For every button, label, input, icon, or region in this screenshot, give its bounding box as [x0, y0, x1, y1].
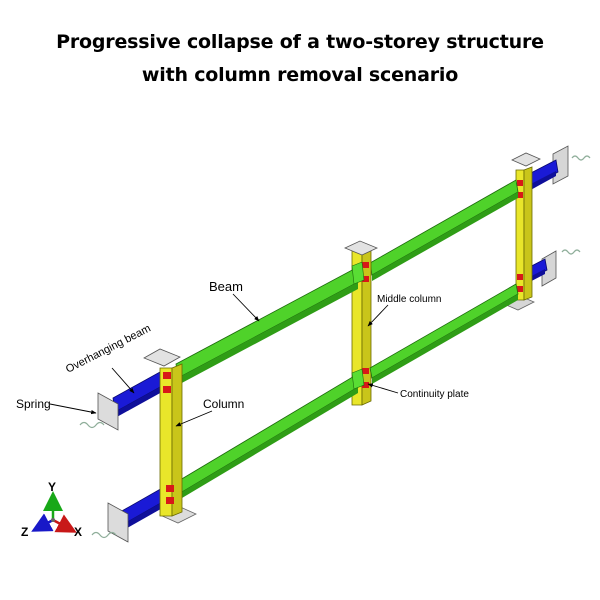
beam-label: Beam — [209, 279, 243, 294]
spring-leader — [49, 403, 97, 415]
column-label: Column — [203, 397, 244, 411]
middle-column — [344, 240, 378, 406]
continuity-plate-leader — [367, 383, 399, 394]
overhanging-beam-label: Overhanging beam — [64, 323, 153, 376]
title-line-1: Progressive collapse of a two-storey str… — [56, 31, 544, 53]
continuity-plate-label: Continuity plate — [400, 389, 469, 400]
middle-column-label: Middle column — [377, 294, 441, 305]
left-overhanging-beams — [112, 371, 167, 531]
overhanging-beam-leader — [111, 367, 135, 394]
lower-beam-front — [179, 368, 365, 498]
x-axis-arrow — [52, 514, 77, 533]
left-springs — [79, 421, 117, 539]
upper-beam-front — [175, 261, 365, 385]
y-axis-label: Y — [48, 480, 56, 494]
middle-column-leader — [367, 304, 389, 327]
z-axis-arrow — [31, 513, 54, 532]
right-springs — [561, 155, 591, 255]
right-column — [503, 152, 541, 311]
z-axis-label: Z — [21, 525, 28, 539]
axis-triad: Y Z X — [21, 480, 82, 539]
left-end-plates — [97, 392, 129, 543]
lower-beam-back — [369, 283, 519, 384]
upper-beam-back — [369, 179, 519, 281]
column-leader — [175, 410, 213, 427]
title-line-2: with column removal scenario — [141, 64, 459, 86]
spring-label: Spring — [16, 397, 51, 411]
beam-leader — [232, 293, 260, 322]
left-column — [143, 348, 197, 524]
x-axis-label: X — [74, 525, 82, 539]
